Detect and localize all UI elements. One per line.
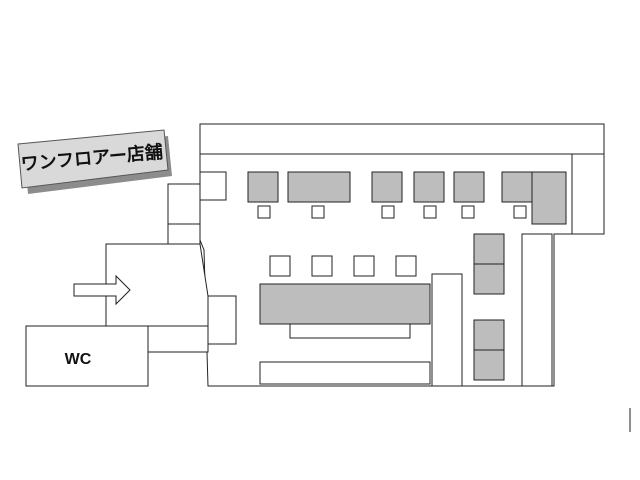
corner-pillar xyxy=(199,171,227,201)
corridor-cabinet-upper xyxy=(167,183,201,225)
stool-center-2 xyxy=(311,255,333,277)
vertical-partition xyxy=(431,273,463,387)
table-right-2 xyxy=(473,263,505,295)
stool-top-2 xyxy=(311,205,325,219)
table-right-3 xyxy=(473,319,505,351)
corridor-cabinet-lower xyxy=(167,223,201,245)
table-top-7 xyxy=(531,171,567,225)
stool-top-6 xyxy=(513,205,527,219)
bottom-counter xyxy=(259,361,431,385)
stool-center-3 xyxy=(353,255,375,277)
stool-top-4 xyxy=(423,205,437,219)
table-right-4 xyxy=(473,349,505,381)
arrow-right-icon xyxy=(73,274,131,306)
table-top-1 xyxy=(247,171,279,203)
stool-center-4 xyxy=(395,255,417,277)
entrance-post xyxy=(207,295,237,345)
wc-room-box xyxy=(25,325,149,387)
table-top-6 xyxy=(501,171,535,203)
stool-center-1 xyxy=(269,255,291,277)
table-top-4 xyxy=(413,171,445,203)
banner-shape xyxy=(17,129,169,189)
table-top-5 xyxy=(453,171,485,203)
wc-room: WC xyxy=(25,325,149,387)
hall-storage xyxy=(147,325,209,353)
back-counter xyxy=(199,123,605,155)
stool-top-5 xyxy=(461,205,475,219)
stool-top-3 xyxy=(381,205,395,219)
right-counter xyxy=(571,153,605,235)
wc-label: WC xyxy=(65,351,92,368)
right-aisle-wall xyxy=(521,233,553,387)
long-center-table xyxy=(259,283,431,325)
table-top-3 xyxy=(371,171,403,203)
stool-top-1 xyxy=(257,205,271,219)
long-table-bench xyxy=(289,323,411,339)
table-right-1 xyxy=(473,233,505,265)
store-type-banner: ワンフロアー店舗 xyxy=(17,129,172,194)
table-top-2 xyxy=(287,171,351,203)
